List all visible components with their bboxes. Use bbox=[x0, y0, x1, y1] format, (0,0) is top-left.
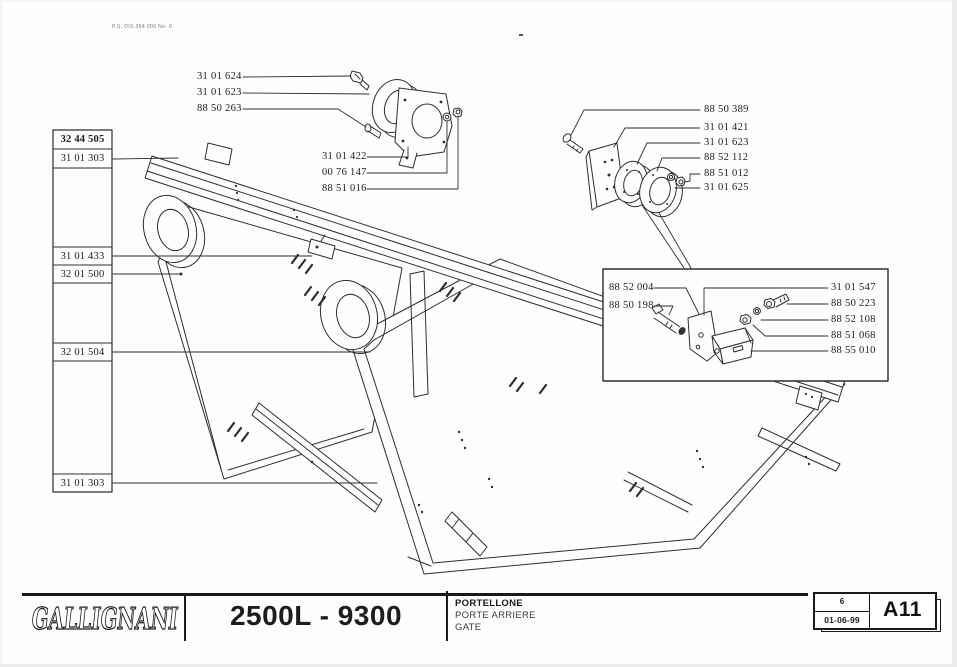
brand-logo: GALLIGNANI bbox=[29, 601, 180, 637]
part-callout: 31 01 625 bbox=[704, 182, 749, 193]
part-callout: 88 55 010 bbox=[831, 345, 876, 356]
part-callout: 88 50 389 bbox=[704, 104, 749, 115]
page-tab-left: 6 01-06-99 bbox=[815, 594, 870, 628]
part-callout: 00 76 147 bbox=[322, 167, 367, 178]
sheet-number: 6 bbox=[815, 594, 869, 612]
side-panel-drawing bbox=[142, 194, 403, 480]
part-callout: 31 01 624 bbox=[197, 71, 242, 82]
section-title-italian: PORTELLONE bbox=[455, 598, 523, 609]
print-reference: P.S. DIS.364.000 No. 0 bbox=[112, 24, 173, 30]
parts-table-header: 32 44 505 bbox=[60, 134, 105, 145]
footer-divider bbox=[184, 595, 186, 641]
gate-frame-drawing bbox=[319, 258, 846, 575]
section-title-english: GATE bbox=[455, 622, 482, 633]
footer-divider bbox=[446, 591, 448, 641]
section-title-french: PORTE ARRIERE bbox=[455, 610, 536, 621]
hinge-assembly-top bbox=[349, 70, 463, 169]
parts-table-row: 31 01 433 bbox=[60, 251, 105, 262]
part-callout: 88 52 112 bbox=[704, 152, 749, 163]
parts-table-grid bbox=[52, 129, 113, 493]
hinge-assembly-right bbox=[562, 133, 686, 218]
parts-table-row: 32 01 504 bbox=[60, 347, 105, 358]
part-callout: 31 01 623 bbox=[704, 137, 749, 148]
sheet-date: 01-06-99 bbox=[824, 614, 860, 625]
part-callout: 88 50 223 bbox=[831, 298, 876, 309]
part-callout: 31 01 623 bbox=[197, 87, 242, 98]
stray-mark bbox=[519, 34, 523, 36]
leader-lines bbox=[112, 75, 829, 484]
part-callout: 88 51 068 bbox=[831, 330, 876, 341]
part-callout: 88 51 012 bbox=[704, 168, 749, 179]
footer-rule bbox=[22, 593, 808, 596]
parts-table-row: 31 01 303 bbox=[60, 478, 105, 489]
part-callout: 31 01 421 bbox=[704, 122, 749, 133]
brand-logo-text: GALLIGNANI bbox=[30, 602, 180, 637]
parts-table-row: 31 01 303 bbox=[60, 153, 105, 164]
parts-table-row: 32 01 500 bbox=[60, 269, 105, 280]
part-callout: 31 01 422 bbox=[322, 151, 367, 162]
model-number: 2500L - 9300 bbox=[229, 600, 403, 631]
part-callout: 88 50 198 bbox=[609, 300, 654, 311]
part-callout: 88 50 263 bbox=[197, 103, 242, 114]
part-callout: 88 52 004 bbox=[609, 282, 654, 293]
reinforcement-strip-drawing bbox=[251, 402, 383, 513]
page-tab: 6 01-06-99 A11 bbox=[813, 592, 937, 630]
part-callout: 31 01 547 bbox=[831, 282, 876, 293]
part-callout: 88 51 016 bbox=[322, 183, 367, 194]
page-code: A11 bbox=[883, 598, 922, 621]
part-callout: 88 52 108 bbox=[831, 314, 876, 325]
